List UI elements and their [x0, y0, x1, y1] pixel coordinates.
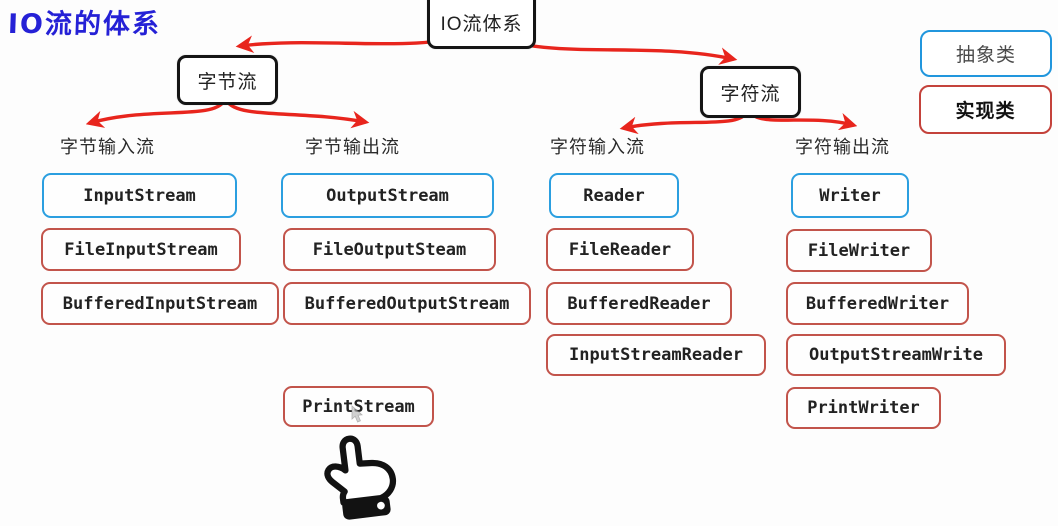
- legend-implementation-class: 实现类: [919, 85, 1052, 134]
- label-byte-output-stream: 字节输出流: [305, 137, 400, 157]
- class-outputstream: OutputStream: [281, 173, 494, 218]
- class-filewriter: FileWriter: [786, 229, 932, 272]
- class-writer: Writer: [791, 173, 909, 218]
- node-io-stream-root: IO流体系: [427, 0, 536, 49]
- class-fileoutputsteam: FileOutputSteam: [283, 228, 496, 271]
- node-byte-stream: 字节流: [177, 55, 278, 105]
- class-inputstream: InputStream: [42, 173, 237, 218]
- class-bufferedinputstream: BufferedInputStream: [41, 282, 279, 325]
- class-inputstreamreader: InputStreamReader: [546, 334, 766, 376]
- class-bufferedreader: BufferedReader: [546, 282, 732, 325]
- legend-abstract-class: 抽象类: [920, 30, 1052, 77]
- class-reader: Reader: [549, 173, 679, 218]
- page-title: IO流的体系: [7, 9, 162, 40]
- mouse-cursor-icon: [351, 405, 363, 423]
- class-bufferedoutputstream: BufferedOutputStream: [283, 282, 531, 325]
- class-outputstreamwrite: OutputStreamWrite: [786, 334, 1006, 376]
- class-fileinputstream: FileInputStream: [41, 228, 241, 271]
- label-char-output-stream: 字符输出流: [795, 137, 890, 157]
- label-byte-input-stream: 字节输入流: [60, 137, 155, 157]
- pointing-hand-icon: [324, 435, 397, 520]
- class-bufferedwriter: BufferedWriter: [786, 282, 969, 325]
- label-char-input-stream: 字符输入流: [550, 137, 645, 157]
- class-printwriter: PrintWriter: [786, 387, 941, 429]
- node-char-stream: 字符流: [700, 66, 801, 118]
- class-filereader: FileReader: [546, 228, 694, 271]
